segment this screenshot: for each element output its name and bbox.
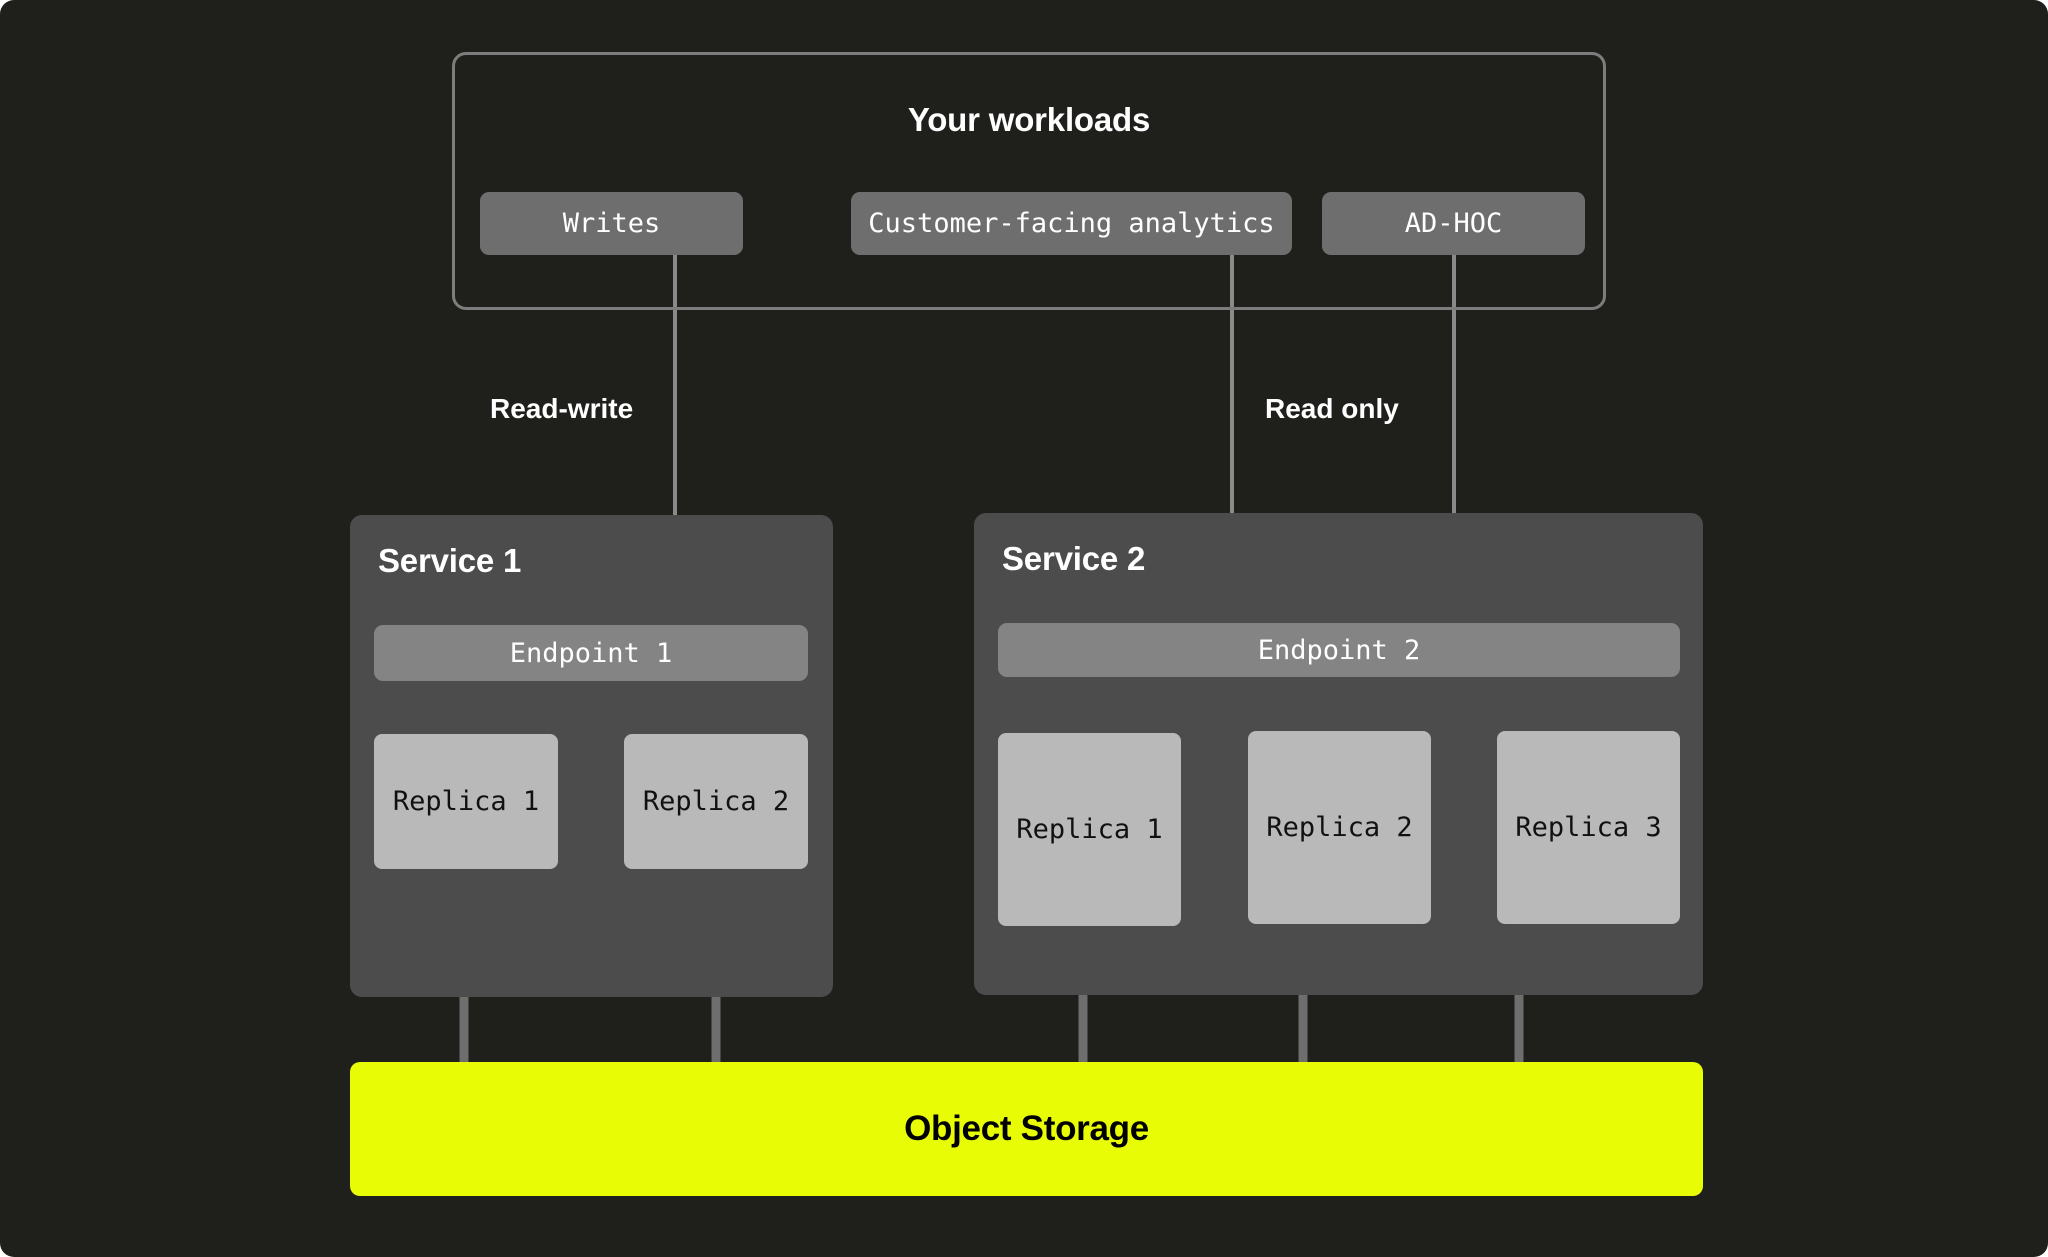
service-2-replica-2-label: Replica 2	[1266, 812, 1413, 843]
service-2-replica-3[interactable]: Replica 3	[1497, 731, 1680, 924]
service-1-replica-1-label: Replica 1	[392, 786, 540, 817]
service-1-endpoint-label: Endpoint 1	[509, 637, 673, 669]
object-storage-bar[interactable]: Object Storage	[350, 1062, 1703, 1196]
service-1-title: Service 1	[378, 542, 522, 579]
workload-chip-adhoc-label: AD-HOC	[1404, 208, 1503, 239]
service-1-replica-1[interactable]: Replica 1	[374, 734, 558, 869]
workload-chip-writes[interactable]: Writes	[480, 192, 743, 255]
service-2-endpoint[interactable]: Endpoint 2	[998, 623, 1680, 677]
flow-label-read-write: Read-write	[490, 393, 634, 424]
workload-chip-analytics[interactable]: Customer-facing analytics	[851, 192, 1292, 255]
flow-label-read-only: Read only	[1265, 393, 1399, 424]
service-1-endpoint[interactable]: Endpoint 1	[374, 625, 808, 681]
service-2-replica-1-label: Replica 1	[1016, 814, 1163, 845]
service-2-replica-1[interactable]: Replica 1	[998, 733, 1181, 926]
service-2-endpoint-label: Endpoint 2	[1257, 634, 1421, 666]
service-panel-1: Service 1 Endpoint 1 Replica 1 Replica 2	[350, 515, 833, 997]
service-1-replica-2[interactable]: Replica 2	[624, 734, 808, 869]
workload-chip-analytics-label: Customer-facing analytics	[868, 208, 1275, 239]
workload-chip-adhoc[interactable]: AD-HOC	[1322, 192, 1585, 255]
workload-chip-writes-label: Writes	[562, 208, 661, 239]
service-2-replica-3-label: Replica 3	[1515, 812, 1662, 843]
your-workloads-title: Your workloads	[907, 101, 1151, 138]
your-workloads-container: Your workloads	[452, 52, 1606, 310]
service-2-title: Service 2	[1002, 540, 1146, 577]
service-panel-2: Service 2 Endpoint 2 Replica 1 Replica 2…	[974, 513, 1703, 995]
object-storage-label: Object Storage	[904, 1109, 1149, 1148]
service-1-replica-2-label: Replica 2	[642, 786, 790, 817]
service-2-replica-2[interactable]: Replica 2	[1248, 731, 1431, 924]
